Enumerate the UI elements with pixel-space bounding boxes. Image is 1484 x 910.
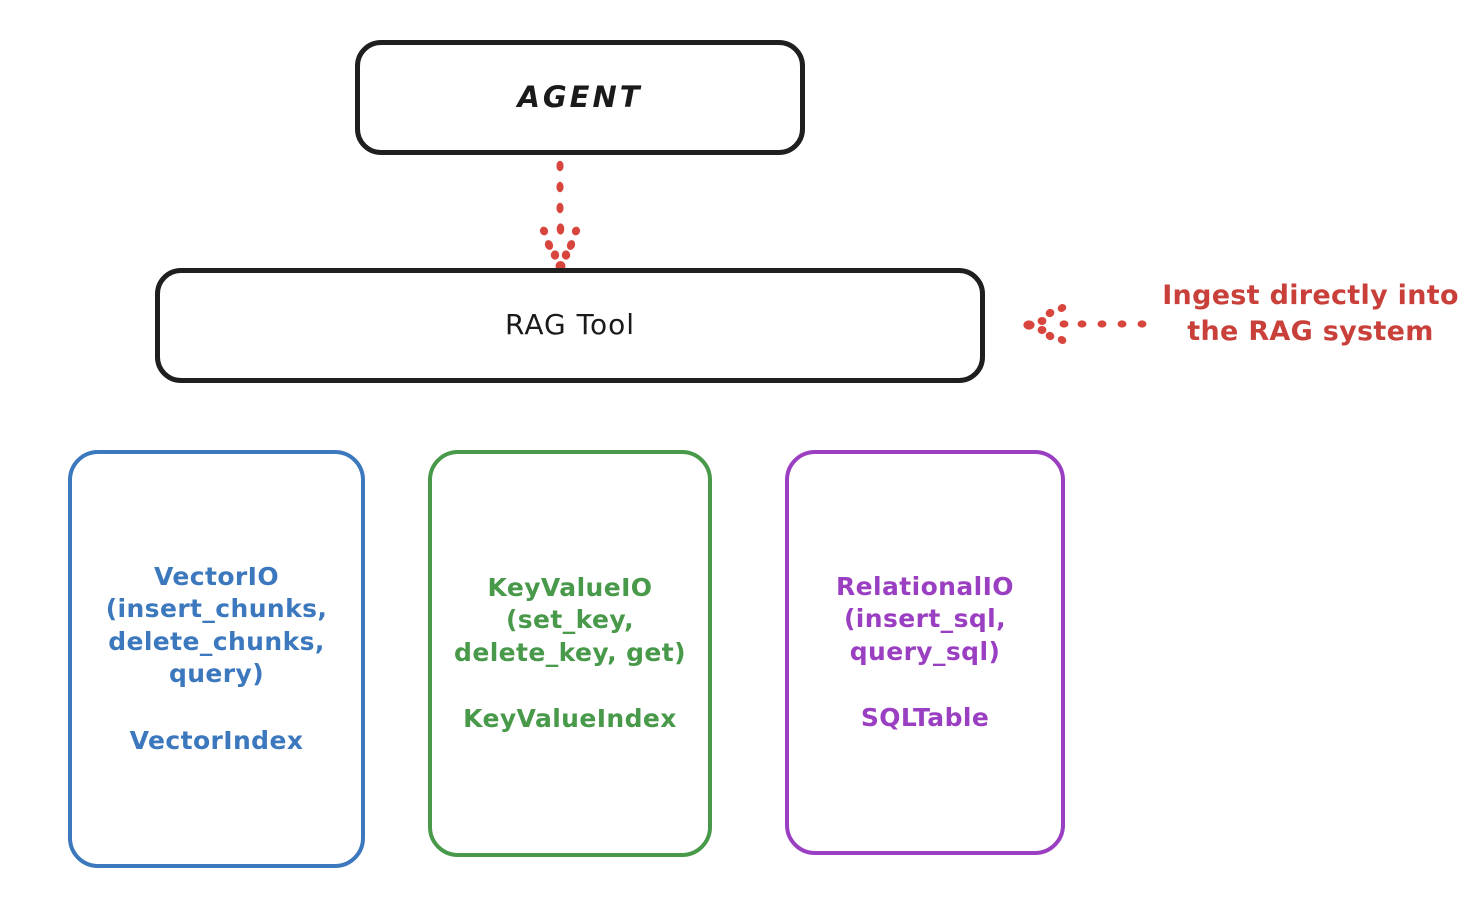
vector-io-api-label: VectorIO (insert_chunks, delete_chunks, … [105, 561, 328, 689]
rag-tool-node-label: RAG Tool [505, 308, 635, 342]
relational-io-api-label: RelationalIO (insert_sql, query_sql) [836, 571, 1014, 666]
vector-index-label: VectorIndex [129, 725, 304, 755]
agent-node[interactable]: AGENT [355, 40, 805, 155]
key-value-index-label: KeyValueIndex [463, 704, 677, 733]
vector-io-node[interactable]: VectorIO (insert_chunks, delete_chunks, … [68, 450, 365, 868]
sql-table-label: SQLTable [860, 703, 990, 732]
ingest-into-rag-arrow [1023, 304, 1147, 344]
key-value-io-api-label: KeyValueIO (set_key, delete_key, get) [454, 572, 686, 667]
agent-node-label: AGENT [517, 79, 643, 114]
ingest-annotation-text: Ingest directly into the RAG system [1162, 280, 1459, 347]
relational-io-node[interactable]: RelationalIO (insert_sql, query_sql) SQL… [785, 450, 1065, 855]
agent-to-rag-tool-arrow [539, 160, 581, 271]
key-value-io-node[interactable]: KeyValueIO (set_key, delete_key, get) Ke… [428, 450, 712, 857]
rag-tool-node[interactable]: RAG Tool [155, 268, 985, 383]
